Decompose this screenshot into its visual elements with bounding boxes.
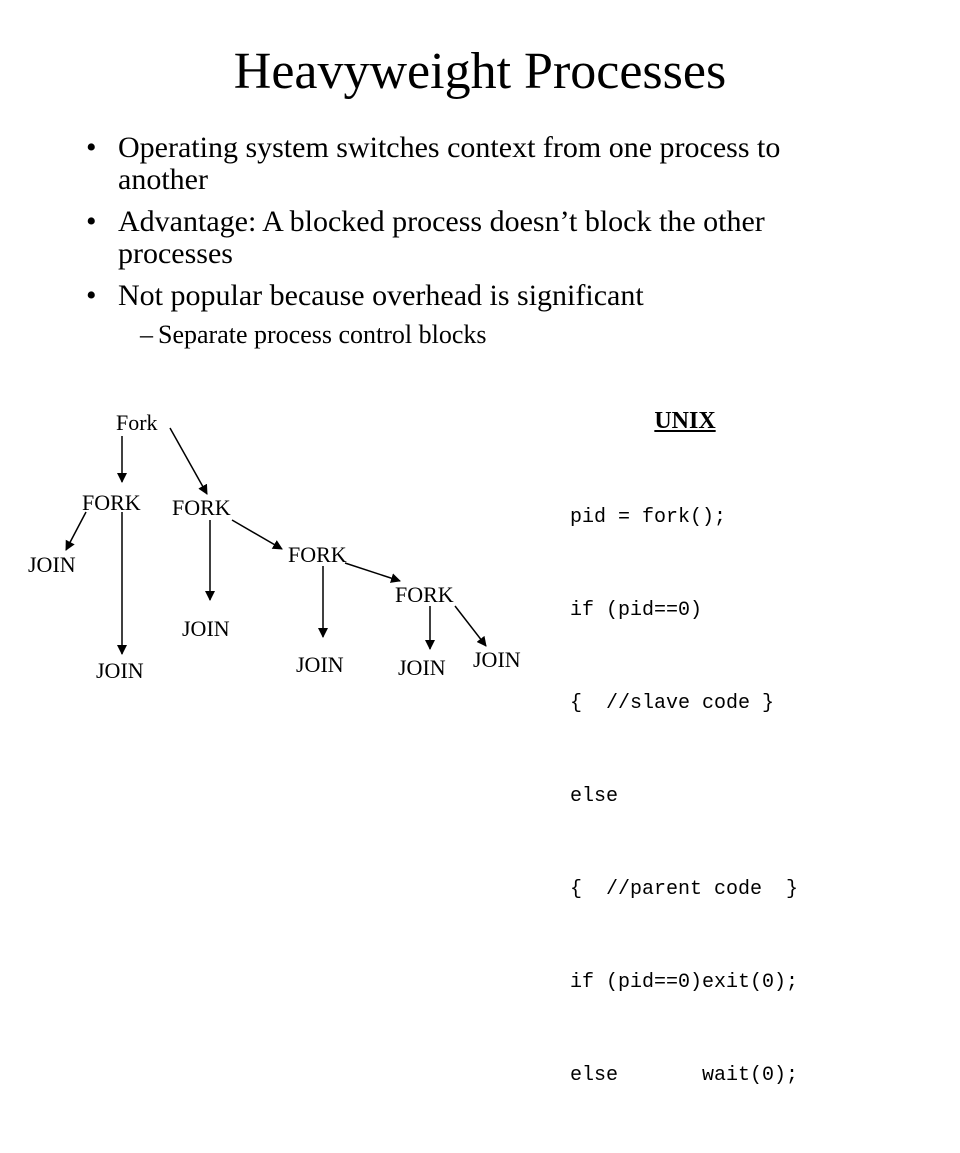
fork-node-label: FORK: [172, 495, 231, 520]
join-node-label: JOIN: [182, 616, 230, 641]
arrow-line: [344, 562, 401, 583]
bullet-text: Not popular because overhead is signific…: [118, 279, 644, 312]
join-node-label: JOIN: [28, 552, 76, 577]
arrow-line: [65, 511, 87, 551]
sub-bullet-dash-icon: –: [140, 320, 153, 349]
slide: Heavyweight Processes • Operating system…: [28, 43, 868, 1087]
code-line: else wait(0);: [570, 1064, 799, 1087]
join-node-label: JOIN: [296, 652, 344, 677]
unix-heading: UNIX: [654, 408, 716, 434]
fork-root-label: Fork: [116, 410, 158, 435]
arrow-line: [169, 427, 208, 495]
fork-join-diagram: Fork FORK FORK FORK FORK JOIN JOIN JOIN …: [28, 410, 521, 683]
bullet-text: Operating system switches context from o…: [118, 131, 781, 196]
code-line: else: [570, 785, 619, 808]
bullet-list: • Operating system switches context from…: [78, 132, 868, 350]
join-node-label: JOIN: [96, 658, 144, 683]
fork-node-label: FORK: [82, 490, 141, 515]
bullet-dot-icon: •: [86, 131, 97, 164]
code-line: { //slave code }: [570, 692, 775, 715]
sub-bullet-item: – Separate process control blocks: [78, 320, 868, 350]
bullet-item: • Not popular because overhead is signif…: [78, 280, 868, 312]
code-line: if (pid==0): [570, 599, 703, 622]
sub-bullet-text: Separate process control blocks: [158, 320, 487, 349]
code-line: if (pid==0)exit(0);: [570, 971, 799, 994]
arrow-line: [231, 519, 283, 550]
join-node-label: JOIN: [473, 647, 521, 672]
fork-node-label: FORK: [395, 582, 454, 607]
bullet-item: • Advantage: A blocked process doesn’t b…: [78, 206, 868, 270]
join-node-label: JOIN: [398, 655, 446, 680]
code-line: { //parent code }: [570, 878, 799, 901]
slide-title: Heavyweight Processes: [233, 43, 727, 100]
code-line: pid = fork();: [570, 506, 727, 529]
bullet-text: Advantage: A blocked process doesn’t blo…: [118, 205, 765, 270]
arrow-line: [454, 605, 487, 647]
fork-node-label: FORK: [288, 542, 347, 567]
unix-code-block: pid = fork(); if (pid==0) { //slave code…: [570, 440, 798, 1153]
bullet-dot-icon: •: [86, 279, 97, 312]
bullet-dot-icon: •: [86, 205, 97, 238]
bullet-item: • Operating system switches context from…: [78, 132, 868, 196]
